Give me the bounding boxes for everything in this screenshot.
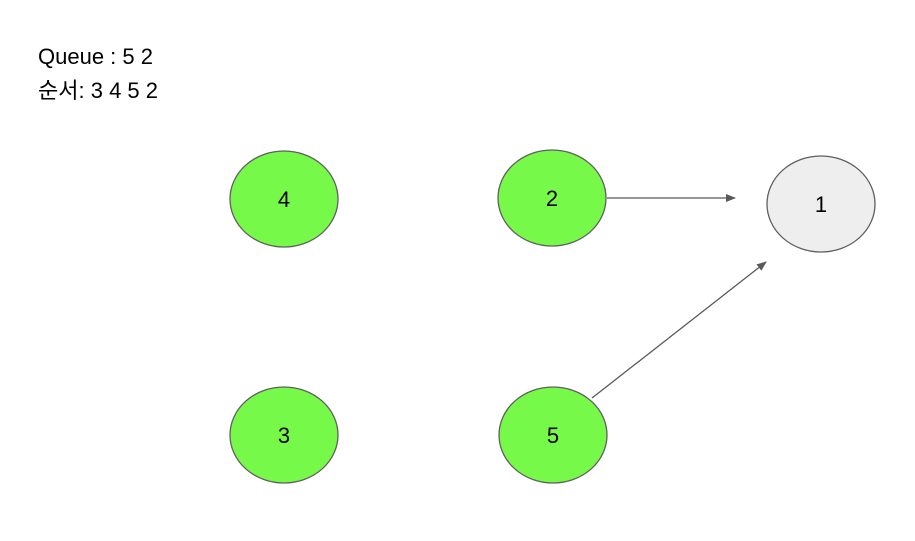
node-4: 4 — [229, 150, 339, 248]
node-1-circle — [766, 155, 876, 253]
node-2-circle — [497, 149, 607, 247]
order-values: 3 4 5 2 — [90, 78, 158, 103]
queue-values: 5 2 — [122, 44, 153, 69]
node-2-label: 2 — [546, 186, 558, 211]
queue-status: Queue : 5 2 — [38, 44, 153, 70]
edge-5-to-1 — [591, 261, 767, 399]
node-1-label: 1 — [815, 192, 827, 217]
queue-label: Queue : — [38, 44, 117, 69]
node-3-label: 3 — [278, 423, 290, 448]
order-status: 순서: 3 4 5 2 — [38, 78, 158, 104]
node-4-label: 4 — [278, 187, 290, 212]
node-5: 5 — [498, 386, 608, 484]
node-1: 1 — [766, 155, 876, 253]
node-3-circle — [229, 386, 339, 484]
node-3: 3 — [229, 386, 339, 484]
node-5-circle — [498, 386, 608, 484]
order-label: 순서: — [38, 78, 85, 103]
node-5-label: 5 — [547, 423, 559, 448]
node-2: 2 — [497, 149, 607, 247]
node-4-circle — [229, 150, 339, 248]
